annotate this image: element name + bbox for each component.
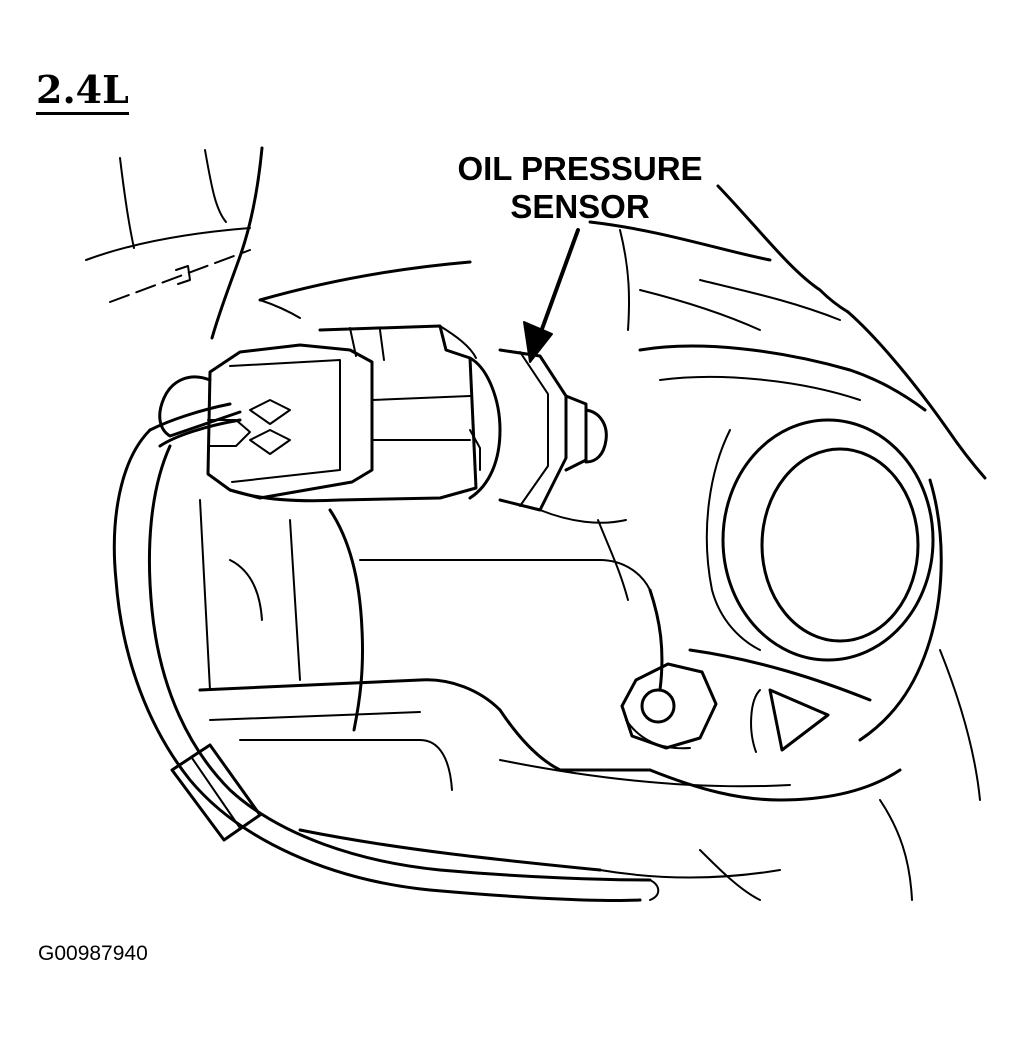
casting-mark	[176, 266, 190, 284]
mounting-nut	[622, 664, 716, 748]
callout-arrow	[524, 230, 578, 362]
oil-filter-adapter-bore	[640, 346, 980, 800]
wiring-harness	[114, 377, 658, 901]
callout-line-2: SENSOR	[510, 188, 650, 225]
wire-connector	[208, 326, 480, 501]
lower-casting-outline	[200, 500, 912, 900]
oil-pressure-sensor-callout: OIL PRESSURE SENSOR	[430, 150, 730, 226]
engine-block-outline	[86, 148, 985, 478]
engine-label: 2.4L	[36, 70, 129, 115]
oil-pressure-sensor	[470, 350, 626, 523]
callout-line-1: OIL PRESSURE	[457, 150, 703, 187]
figure-id: G00987940	[38, 942, 148, 965]
triangular-boss	[751, 690, 828, 752]
